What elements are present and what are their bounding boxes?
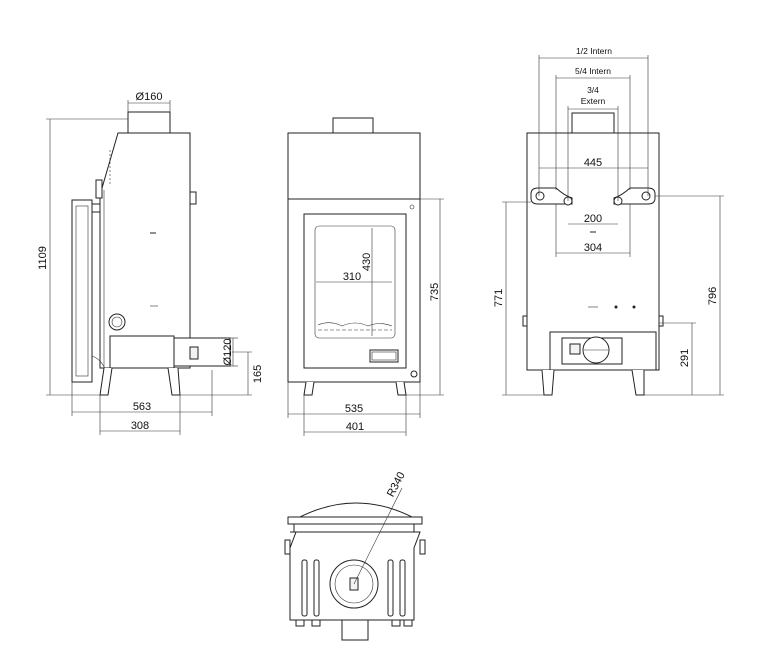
rear-flue-pipe (571, 112, 615, 134)
front-flue-pipe (332, 117, 374, 134)
front-glass (314, 225, 396, 339)
top-arc (297, 502, 415, 519)
side-air-inlet (173, 337, 231, 367)
dim-air-inlet-height: 165 (252, 365, 264, 383)
front-door-handle (369, 349, 399, 363)
dim-rear-outer-spacing: 445 (584, 157, 602, 169)
side-door-frame (71, 199, 93, 383)
rear-body (526, 132, 660, 371)
dim-rear-height-right: 796 (707, 287, 719, 305)
side-ash-drawer (109, 335, 175, 369)
side-body (99, 132, 191, 369)
top-view: R340 (284, 470, 426, 641)
dim-rear-base-spacing: 304 (584, 242, 602, 254)
top-inlet-pipe (341, 619, 369, 641)
dim-three-quarter-line1: 3/4 (587, 85, 599, 95)
dim-flue-diameter: Ø160 (136, 91, 163, 103)
dim-front-width-total: 535 (345, 403, 363, 415)
front-door (303, 213, 407, 369)
radius-leader (353, 487, 403, 585)
dim-depth-base: 308 (131, 420, 149, 432)
side-view: Ø160 1109 563 308 Ø120 165 (37, 91, 264, 435)
dim-height-total: 1109 (37, 246, 49, 270)
side-air-knob (108, 313, 126, 331)
dim-half-inch-intern: 1/2 Intern (576, 46, 612, 56)
dim-door-height: 735 (429, 283, 441, 301)
dim-rear-height-left: 771 (493, 289, 505, 307)
dim-air-inlet-diameter: Ø120 (222, 339, 234, 366)
dim-rear-inner-spacing: 200 (584, 213, 602, 225)
side-flue-pipe (127, 111, 171, 134)
dim-front-width-base: 401 (346, 421, 364, 433)
dim-top-radius: R340 (385, 470, 408, 499)
rear-view: 1/2 Intern 5/4 Intern 3/4 Extern 445 200… (493, 46, 724, 396)
dim-depth-total: 563 (133, 401, 151, 413)
dim-five-quarter-intern: 5/4 Intern (575, 66, 611, 76)
dim-glass-width: 310 (343, 271, 361, 283)
dim-rear-inlet-height: 291 (679, 349, 691, 367)
dim-glass-height: 430 (361, 253, 373, 271)
front-view: 430 310 735 535 401 (287, 117, 444, 436)
dim-three-quarter-line2: Extern (581, 96, 606, 106)
